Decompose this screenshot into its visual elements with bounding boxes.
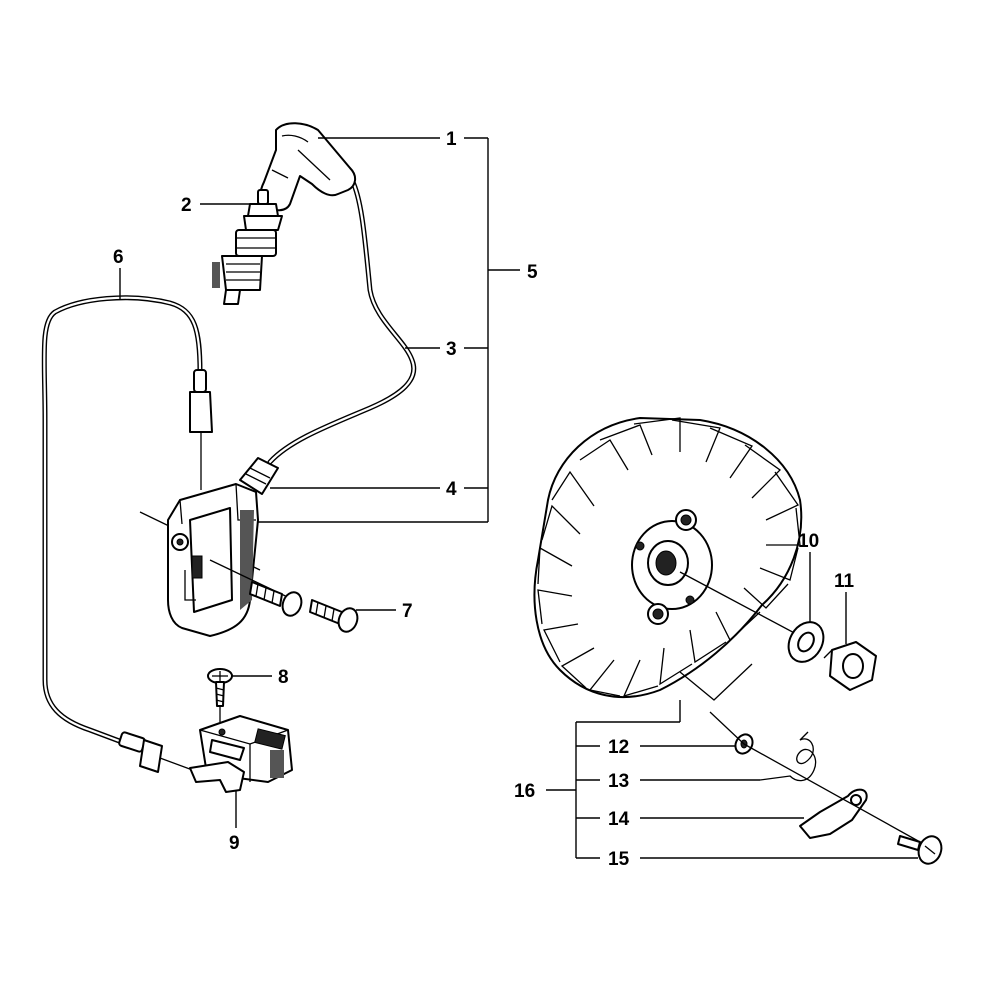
callout-5: 5 [527,262,538,283]
callout-12: 12 [608,737,629,758]
callout-4: 4 [446,479,457,500]
callout-7: 7 [402,601,413,622]
ignition-module-icon [139,457,279,637]
callout-10: 10 [798,531,819,552]
stop-switch-icon [189,715,293,793]
spark-plug-icon [212,189,283,305]
callout-11: 11 [834,571,855,592]
callout-1: 1 [446,129,457,150]
callout-8: 8 [278,667,289,688]
callout-labels: 1 2 3 4 5 6 7 8 9 10 11 12 13 14 15 16 [113,129,855,870]
washer-icon [787,621,825,663]
callout-3: 3 [446,339,457,360]
callout-15: 15 [608,849,630,870]
callout-16: 16 [514,781,535,802]
callout-2: 2 [181,195,192,216]
callout-9: 9 [229,833,240,854]
leader-lines [119,137,918,859]
switch-screw [207,668,233,722]
module-screws [209,559,359,633]
nut-icon [823,641,877,691]
spark-plug-boot-icon [259,122,356,212]
short-circuit-cable [41,295,213,776]
callout-13: 13 [608,771,629,792]
ignition-lead [267,177,417,465]
callout-6: 6 [113,247,124,268]
pawl-assembly [679,663,943,865]
callout-14: 14 [608,809,630,830]
flywheel-icon [533,417,803,698]
